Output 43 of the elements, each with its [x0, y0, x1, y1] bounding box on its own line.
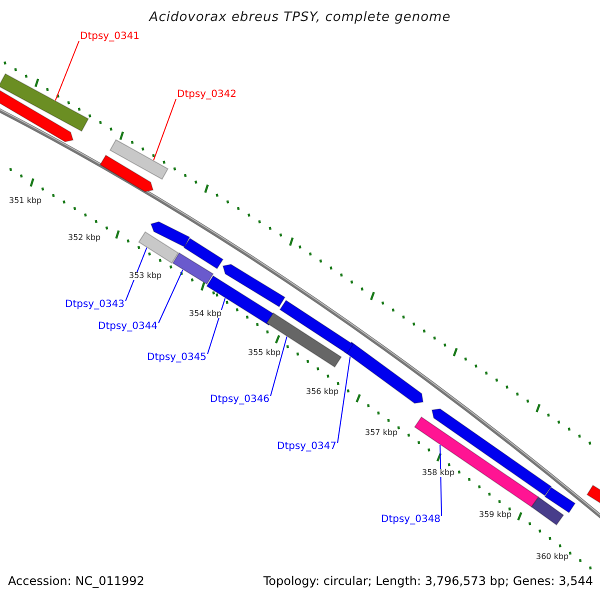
gene-label: Dtpsy_0342 — [177, 90, 237, 100]
gene-feature — [544, 486, 576, 514]
scale-label: 357 kbp — [365, 429, 398, 437]
scale-label: 358 kbp — [422, 469, 455, 477]
gene-feature — [99, 154, 154, 192]
scale-label: 355 kbp — [248, 349, 281, 357]
gene-feature — [183, 238, 224, 270]
gene-label: Dtpsy_0345 — [147, 353, 207, 363]
scale-label: 353 kbp — [129, 272, 162, 280]
gene-feature — [279, 300, 354, 354]
gene-label: Dtpsy_0344 — [98, 322, 158, 332]
gene-feature — [344, 341, 424, 404]
gene-feature — [266, 312, 342, 368]
leader-line — [153, 98, 176, 161]
scale-label: 360 kbp — [536, 553, 569, 561]
scale-label: 359 kbp — [479, 511, 512, 519]
accession-text: Accession: NC_011992 — [8, 575, 144, 587]
scale-label: 351 kbp — [9, 197, 42, 205]
gene-feature — [586, 484, 600, 506]
leader-line — [54, 40, 80, 101]
leader-line — [270, 336, 288, 396]
gene-feature — [150, 221, 190, 248]
genome-info-text: Topology: circular; Length: 3,796,573 bp; Genes: 3,544 — [263, 575, 593, 587]
gene-label: Dtpsy_0341 — [80, 32, 140, 42]
gene-feature — [0, 88, 74, 142]
gene-feature — [172, 252, 214, 285]
scale-label: 354 kbp — [189, 310, 222, 318]
leader-line — [207, 298, 226, 354]
gene-feature — [109, 139, 169, 180]
scale-label: 356 kbp — [306, 388, 339, 396]
gene-feature — [138, 231, 179, 264]
title: Acidovorax ebreus TPSY, complete genome — [148, 11, 452, 24]
gene-label: Dtpsy_0343 — [65, 300, 125, 310]
gene-label: Dtpsy_0347 — [277, 442, 337, 452]
leader-line — [440, 444, 442, 516]
gene-feature — [0, 73, 90, 132]
gene-feature — [222, 264, 286, 308]
leader-line — [125, 247, 148, 302]
leader-line — [337, 356, 351, 444]
gene-label: Dtpsy_0348 — [381, 515, 441, 525]
gene-label: Dtpsy_0346 — [210, 395, 270, 405]
leader-line — [158, 269, 184, 324]
scale-label: 352 kbp — [68, 234, 101, 242]
